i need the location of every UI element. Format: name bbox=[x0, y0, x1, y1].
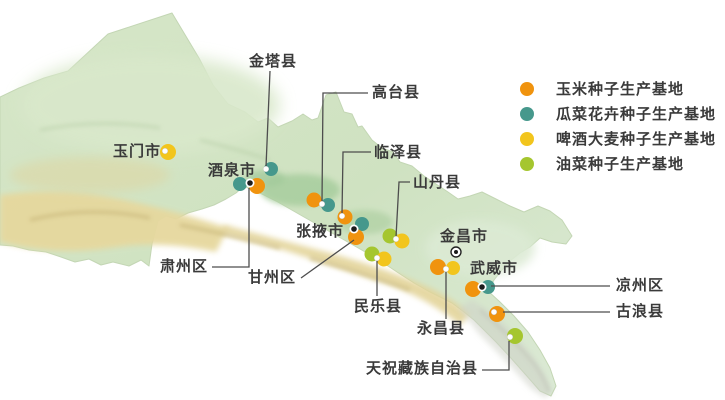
anchor-dot-gaotai bbox=[319, 200, 326, 207]
marker-melon-suzhou bbox=[233, 177, 247, 191]
legend-row-melon-flower: 瓜菜花卉种子生产基地 bbox=[520, 101, 716, 126]
marker-corn-yongchang bbox=[430, 259, 446, 275]
city-marker-zhangye bbox=[349, 224, 359, 234]
legend-label-barley: 啤酒大麦种子生产基地 bbox=[556, 131, 717, 148]
legend-row-barley: 啤酒大麦种子生产基地 bbox=[520, 126, 716, 151]
legend-row-rapeseed: 油菜种子生产基地 bbox=[520, 151, 716, 176]
legend-label-rapeseed: 油菜种子生产基地 bbox=[556, 156, 685, 173]
label-suzhou: 肃州区 bbox=[160, 258, 209, 275]
marker-barley-minle bbox=[376, 251, 392, 267]
anchor-dot-shandan bbox=[393, 235, 400, 242]
leader-line-jinta bbox=[265, 70, 271, 168]
label-jinta: 金塔县 bbox=[249, 53, 298, 70]
legend-label-corn: 玉米种子生产基地 bbox=[556, 81, 685, 98]
anchor-dot-linze bbox=[339, 212, 346, 219]
anchor-dot-yumen bbox=[161, 147, 168, 154]
rapeseed-dot-icon bbox=[520, 156, 534, 171]
anchor-dots bbox=[161, 147, 514, 341]
label-gulang: 古浪县 bbox=[616, 303, 665, 320]
label-liangzhou: 凉州区 bbox=[616, 277, 665, 294]
label-yongchang: 永昌县 bbox=[417, 320, 466, 337]
marker-melon-ganzhou bbox=[355, 217, 369, 231]
leader-line-gaotai bbox=[321, 92, 368, 203]
label-wuwei: 武威市 bbox=[470, 260, 519, 277]
anchor-dot-gulang bbox=[491, 309, 498, 316]
corn-dot-icon bbox=[520, 81, 534, 96]
legend: 玉米种子生产基地 瓜菜花卉种子生产基地 啤酒大麦种子生产基地 油菜种子生产基地 bbox=[520, 76, 716, 176]
legend-row-corn: 玉米种子生产基地 bbox=[520, 76, 716, 101]
leader-line-ganzhou bbox=[300, 239, 355, 279]
marker-barley-yumen bbox=[160, 144, 176, 160]
marker-barley-yongchang bbox=[446, 261, 460, 275]
marker-melon-jinta bbox=[264, 162, 278, 176]
city-markers bbox=[245, 178, 487, 292]
city-marker-wuwei bbox=[477, 282, 487, 292]
leader-line-shandan bbox=[395, 181, 410, 238]
leader-line-linze bbox=[341, 151, 371, 215]
marker-corn-liangzhou bbox=[465, 281, 481, 297]
label-shandan: 山丹县 bbox=[413, 174, 462, 191]
anchor-dot-tianzhu bbox=[507, 334, 514, 341]
seed-base-dots bbox=[160, 144, 523, 344]
anchor-dot-yongchang bbox=[443, 266, 450, 273]
label-zhangye: 张掖市 bbox=[296, 223, 345, 240]
anchor-dot-minle bbox=[374, 254, 381, 261]
label-gaotai: 高台县 bbox=[372, 84, 421, 101]
label-linze: 临泽县 bbox=[374, 144, 423, 161]
legend-label-melon-flower: 瓜菜花卉种子生产基地 bbox=[556, 106, 717, 123]
marker-corn-gulang bbox=[489, 306, 505, 322]
label-jinchang: 金昌市 bbox=[440, 228, 489, 245]
label-minle: 民乐县 bbox=[354, 298, 403, 315]
city-marker-jinchang bbox=[450, 246, 462, 258]
label-ganzhou: 甘州区 bbox=[248, 269, 297, 286]
province-shape bbox=[0, 12, 573, 398]
city-marker-jiuquan bbox=[245, 178, 255, 188]
barley-dot-icon bbox=[520, 131, 534, 146]
anchor-dot-jinta bbox=[263, 165, 270, 172]
marker-melon-gaotai bbox=[321, 198, 335, 212]
label-yumen: 玉门市 bbox=[113, 143, 162, 160]
marker-corn-gaotai bbox=[306, 192, 322, 208]
label-tianzhu: 天祝藏族自治县 bbox=[366, 360, 479, 377]
melon-flower-dot-icon bbox=[520, 106, 534, 121]
label-jiuquan: 酒泉市 bbox=[208, 162, 257, 179]
leader-lines bbox=[212, 70, 610, 371]
marker-rapeseed-tianzhu bbox=[507, 328, 523, 344]
leader-line-suzhou bbox=[212, 188, 250, 268]
leader-line-tianzhu bbox=[482, 341, 510, 371]
